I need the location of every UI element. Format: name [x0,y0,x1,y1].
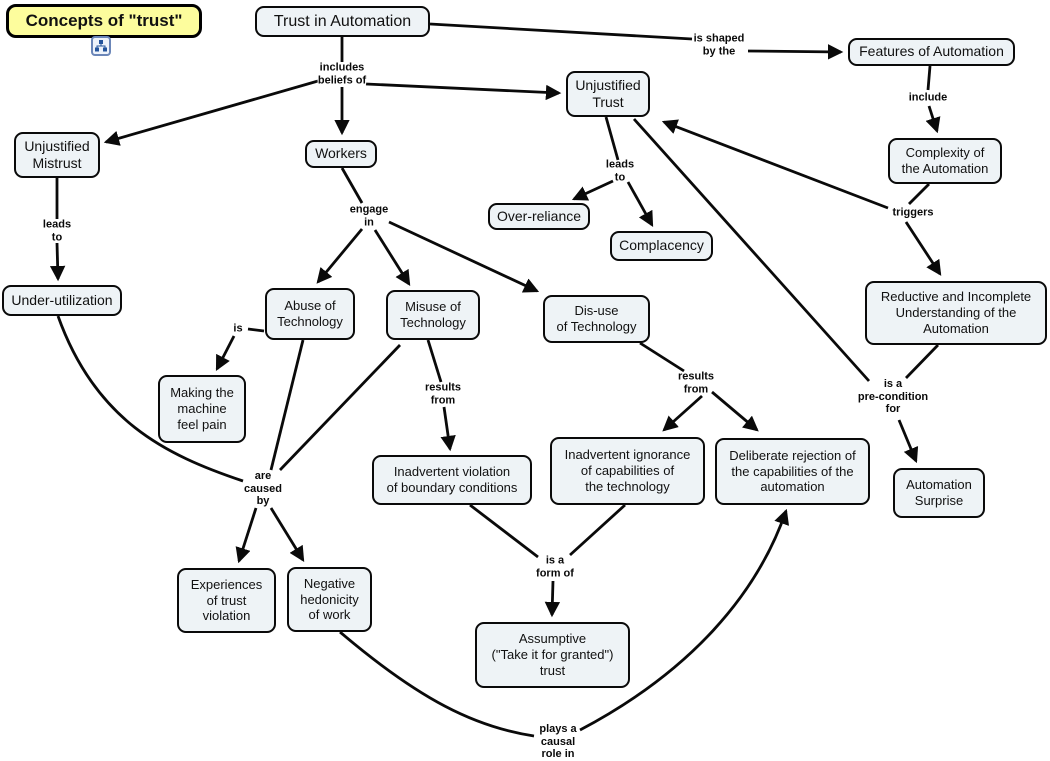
edge-is-to-making-machine [215,335,236,372]
link-label-includes-beliefs-of[interactable]: includes beliefs of [317,61,367,86]
node-complacency[interactable]: Complacency [610,231,713,261]
edge-form-to-assumptive [544,580,561,618]
edge-include-to-complexity [925,105,941,134]
node-disuse-of-technology[interactable]: Dis-use of Technology [543,295,650,343]
edge-precondition-to-automation-surprise [897,419,919,464]
node-trust-in-automation[interactable]: Trust in Automation [255,6,430,37]
edge-abuse-to-is [247,327,265,333]
edge-trust-to-is-shaped [429,22,693,41]
node-automation-surprise[interactable]: Automation Surprise [893,468,985,518]
link-label-results-from-misuse[interactable]: results from [424,381,462,406]
edge-reductive-to-precondition [904,344,940,379]
edge-results-to-inadvertent-ignorance [662,394,703,432]
node-abuse-of-technology[interactable]: Abuse of Technology [265,288,355,340]
node-assumptive-trust[interactable]: Assumptive ("Take it for granted") trust [475,622,630,688]
edge-leads-to-complacency [626,181,654,228]
node-under-utilization[interactable]: Under-utilization [2,285,122,316]
node-experiences-trust-violation[interactable]: Experiences of trust violation [177,568,276,633]
link-label-is-a-form-of[interactable]: is a form of [536,554,574,579]
edge-triggers-to-unjustified-trust [661,119,889,210]
edge-unjustified-trust-to-leads [604,116,620,161]
edge-disuse-to-results [639,341,685,373]
node-inadvertent-violation[interactable]: Inadvertent violation of boundary condit… [372,455,532,505]
edge-misuse-to-caused [278,344,402,471]
edge-misuse-to-results [426,339,443,383]
node-workers[interactable]: Workers [305,140,377,168]
edge-triggers-to-reductive [904,221,942,276]
edge-features-to-include [926,65,932,91]
node-deliberate-rejection[interactable]: Deliberate rejection of the capabilities… [715,438,870,505]
edge-results-to-deliberate-rejection [711,390,759,432]
edge-plays-to-deliberate-rejection [579,508,790,732]
link-label-engage-in[interactable]: engage in [349,203,389,228]
node-making-machine-feel-pain[interactable]: Making the machine feel pain [158,375,246,443]
node-unjustified-trust[interactable]: Unjustified Trust [566,71,650,117]
link-label-results-from-disuse[interactable]: results from [677,370,715,395]
edge-caused-to-experiences [235,507,258,564]
edge-inadvertent-violation-to-form [469,503,539,559]
node-complexity-of-automation[interactable]: Complexity of the Automation [888,138,1002,184]
node-misuse-of-technology[interactable]: Misuse of Technology [386,290,480,340]
edge-complexity-to-triggers [908,183,930,205]
node-inadvertent-ignorance[interactable]: Inadvertent ignorance of capabilities of… [550,437,705,505]
edge-engage-to-misuse [373,229,411,286]
edge-results-to-inadvertent-violation [440,406,456,452]
map-title: Concepts of "trust" [6,4,202,38]
link-label-triggers[interactable]: triggers [892,206,934,219]
link-label-plays-causal-role-in[interactable]: plays a causal role in [539,723,577,761]
link-label-is-a-precondition-for[interactable]: is a pre-condition for [857,378,929,416]
edge-is-shaped-to-features [747,44,844,60]
node-unjustified-mistrust[interactable]: Unjustified Mistrust [14,132,100,178]
tree-diagram-icon[interactable] [91,36,111,56]
edge-engage-to-abuse [316,228,364,284]
link-label-is[interactable]: is [233,322,243,335]
link-label-leads-to-mistrust[interactable]: leads to [42,218,72,243]
edge-includes-to-unjustified-trust [365,82,562,101]
edge-inadvertent-ignorance-to-form [569,503,626,557]
link-label-include[interactable]: include [908,91,948,104]
link-label-are-caused-by[interactable]: are caused by [244,470,282,508]
edge-unjustified-trust-to-precondition [632,118,871,382]
edge-abuse-to-caused [269,339,305,471]
link-label-is-shaped-by-the[interactable]: is shaped by the [693,32,745,57]
node-negative-hedonicity[interactable]: Negative hedonicity of work [287,567,372,632]
node-features-of-automation[interactable]: Features of Automation [848,38,1015,66]
node-reductive-understanding[interactable]: Reductive and Incomplete Understanding o… [865,281,1047,345]
edge-caused-to-negative-hedonicity [269,507,305,562]
node-over-reliance[interactable]: Over-reliance [488,203,590,230]
edge-negative-hedonicity-to-plays [339,630,535,738]
edge-includes-to-unjustified-mistrust [103,79,319,146]
edge-leads-to-under-utilization [49,242,66,282]
link-label-leads-to-trust[interactable]: leads to [605,158,635,183]
edge-under-utilization-to-caused [56,315,244,483]
edge-engage-to-disuse [388,220,540,293]
edge-workers-to-engage [340,167,364,204]
edge-leads-to-over-reliance [571,179,614,201]
